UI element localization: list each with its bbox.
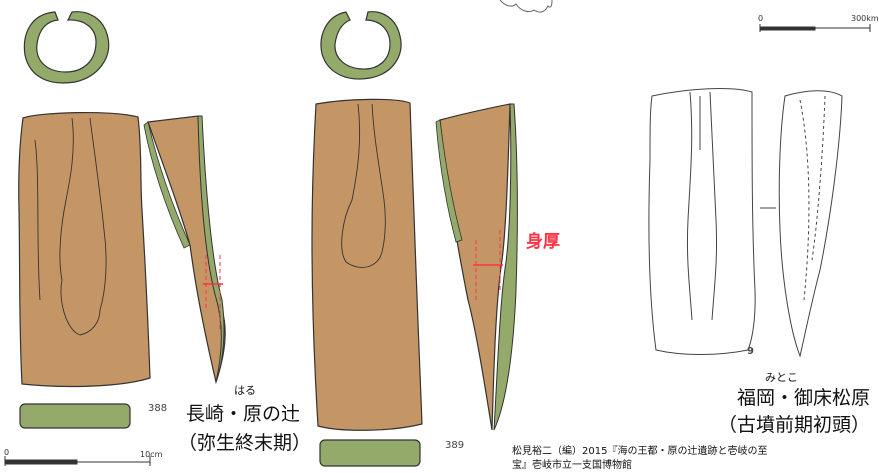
specimen-389-number: 389 bbox=[445, 440, 465, 451]
specimen-9-side-detail bbox=[799, 95, 826, 301]
specimen-388-side-green-back bbox=[143, 121, 191, 249]
specimen-389-detail-lines bbox=[341, 103, 386, 268]
scale-right-end: 300km bbox=[851, 14, 879, 23]
specimen-388-site: 長崎・原の辻 bbox=[186, 403, 301, 425]
scale-right-start: 0 bbox=[758, 14, 764, 23]
specimen-388-period: （弥生終末期） bbox=[178, 432, 312, 454]
specimen-388-socket-ring bbox=[23, 11, 110, 84]
specimen-9-side-view bbox=[778, 90, 843, 358]
specimen-9-front-view bbox=[648, 88, 756, 355]
specimen-388-detail-lines bbox=[34, 117, 107, 336]
citation-line-2: 宝』壱岐市立一支国博物館 bbox=[512, 460, 632, 471]
thickness-label: 身厚 bbox=[526, 232, 560, 252]
specimen-389-cross-section bbox=[319, 439, 421, 467]
specimen-9-site: 福岡・御床松原 bbox=[737, 387, 871, 409]
specimen-388-number: 388 bbox=[148, 403, 168, 414]
scale-bar-left bbox=[4, 456, 151, 466]
specimen-388-ruby: はる bbox=[234, 384, 256, 397]
specimen-389-side-green-back bbox=[435, 119, 463, 243]
specimen-9-period: （古墳前期初頭） bbox=[718, 414, 871, 436]
citation-line-1: 松見裕二（編）2015『海の王都・原の辻遺跡と壱岐の至 bbox=[512, 446, 768, 457]
specimen-388-front-view bbox=[18, 111, 151, 388]
specimen-388-side-green bbox=[197, 115, 225, 383]
specimen-389-side-green bbox=[493, 103, 518, 431]
scale-left-end: 10cm bbox=[140, 450, 163, 459]
map-fragment bbox=[499, 0, 553, 13]
scale-left-start: 0 bbox=[4, 448, 10, 457]
specimen-389-drawing bbox=[311, 11, 518, 467]
specimen-9-ruby: みとこ bbox=[765, 371, 798, 384]
specimen-388-cross-section bbox=[19, 403, 131, 429]
specimen-389-front-view bbox=[311, 98, 423, 431]
specimen-9-front-detail bbox=[686, 91, 718, 321]
specimen-389-thickness-marker bbox=[473, 230, 503, 300]
specimen-388-thickness-marker bbox=[203, 255, 223, 330]
specimen-9-drawing bbox=[648, 88, 843, 358]
specimen-388-side-view bbox=[147, 115, 226, 385]
specimen-9-number: 9 bbox=[747, 346, 754, 357]
specimen-389-socket-ring bbox=[320, 11, 402, 80]
scale-bar-right bbox=[759, 24, 871, 32]
specimen-388-drawing bbox=[18, 11, 226, 429]
citation: 松見裕二（編）2015『海の王都・原の辻遺跡と壱岐の至 宝』壱岐市立一支国博物館 bbox=[512, 445, 767, 473]
